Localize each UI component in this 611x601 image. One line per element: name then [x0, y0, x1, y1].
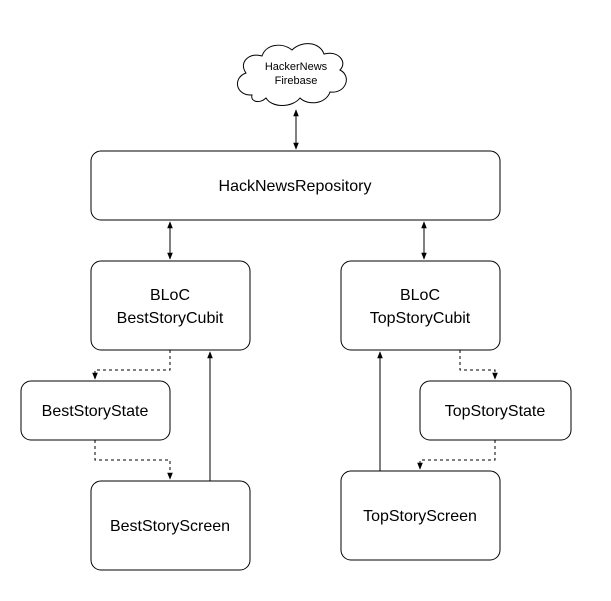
edge-top-state-to-screen: [417, 440, 496, 470]
cloud-shape: [237, 43, 347, 106]
best-story-state-node: BestStoryState: [20, 380, 171, 441]
edge-best-state-to-screen: [94, 440, 173, 480]
top-story-screen-label: TopStoryScreen: [363, 508, 477, 525]
repository-box: [90, 150, 501, 221]
cloud-label-line2: Firebase: [275, 75, 318, 87]
top-story-screen-box: [340, 470, 501, 561]
top-story-cubit-box: [340, 260, 501, 351]
edges: [92, 109, 498, 481]
cloud-label-line1: HackerNews: [265, 61, 328, 73]
top-story-state-node: TopStoryState: [419, 380, 572, 441]
best-story-screen-node: BestStoryScreen: [90, 480, 251, 571]
top-story-screen-node: TopStoryScreen: [340, 470, 501, 561]
top-story-cubit-label-line1: BLoC: [400, 287, 440, 304]
best-story-cubit-node: BLoC BestStoryCubit: [90, 260, 251, 351]
repository-label: HackNewsRepository: [219, 178, 372, 195]
best-story-cubit-box: [90, 260, 251, 351]
top-story-cubit-node: BLoC TopStoryCubit: [340, 260, 501, 351]
edge-best-cubit-to-state: [92, 350, 171, 380]
best-story-cubit-label-line1: BLoC: [150, 287, 190, 304]
best-story-screen-box: [90, 480, 251, 571]
edge-top-cubit-to-state: [459, 350, 498, 380]
best-story-screen-label: BestStoryScreen: [110, 518, 230, 535]
best-story-cubit-label-line2: BestStoryCubit: [117, 310, 224, 327]
repository-node: HackNewsRepository: [90, 150, 501, 221]
top-story-state-label: TopStoryState: [445, 403, 546, 420]
best-story-state-label: BestStoryState: [42, 403, 149, 420]
cloud-node-hackernews-firebase: HackerNews Firebase: [237, 43, 347, 106]
top-story-cubit-label-line2: TopStoryCubit: [370, 310, 471, 327]
